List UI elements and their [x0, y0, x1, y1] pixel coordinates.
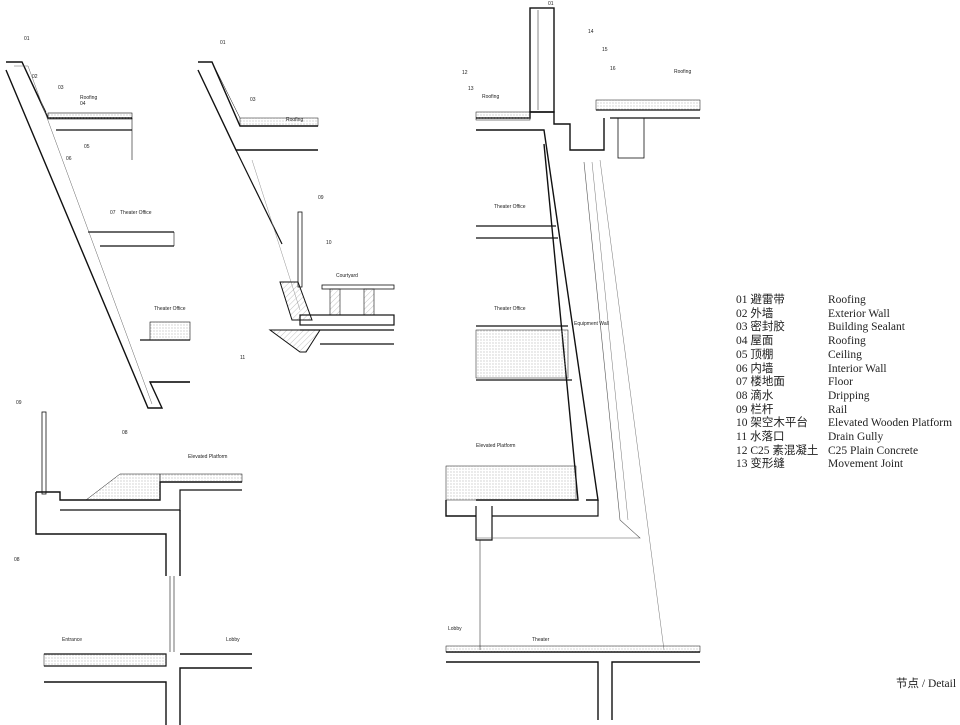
callout-12: 12 [462, 70, 468, 76]
legend-item: 09 栏杆 Rail [736, 404, 956, 418]
legend-item-label-en: Building Sealant [828, 321, 905, 334]
legend-item-label-en: Movement Joint [828, 458, 904, 471]
callout-11: 11 [240, 355, 245, 361]
callout-01b: 01 [220, 40, 226, 46]
legend-item-label-en: Roofing [828, 335, 866, 348]
callout-08: 08 [122, 430, 128, 436]
callout-05: 05 [84, 144, 90, 150]
legend-item: 02 外墙 Exterior Wall [736, 308, 956, 322]
label-theater: Theater [532, 637, 550, 643]
detail-courtyard [197, 61, 395, 353]
label-elevated-platform-1: Elevated Platform [188, 454, 227, 460]
legend-item: 07 楼地面 Floor [736, 376, 956, 390]
callout-13: 13 [468, 86, 474, 92]
legend-item: 05 顶棚 Ceiling [736, 349, 956, 363]
callout-03: 03 [58, 85, 64, 91]
callout-01c: 01 [548, 1, 554, 7]
caption: 节点 / Detail [896, 678, 957, 690]
callout-04: 04 [80, 101, 86, 107]
callout-numbers: 01 02 03 04 05 06 07 08 01 03 09 10 11 0… [14, 1, 616, 563]
legend-item-label-cn: 12 C25 素混凝土 [736, 444, 819, 457]
callout-02: 02 [32, 74, 38, 80]
legend-item: 06 内墙 Interior Wall [736, 363, 956, 377]
diagram-labels: Roofing Theater Office Theater Office Ro… [62, 69, 691, 643]
legend-item-label-cn: 09 栏杆 [736, 403, 774, 416]
legend-item: 10 架空木平台 Elevated Wooden Platform [736, 417, 956, 431]
callout-07: 07 [110, 210, 116, 216]
legend-item-label-en: Dripping [828, 389, 870, 402]
callout-03b: 03 [250, 97, 256, 103]
legend-item-label-cn: 04 屋面 [736, 335, 774, 348]
callout-08b: 08 [14, 557, 20, 563]
label-theater-office-4: Theater Office [494, 306, 526, 312]
legend-item: 13 变形缝 Movement Joint [736, 458, 956, 472]
legend-item-label-en: Floor [828, 376, 853, 389]
label-entrance: Entrance [62, 637, 82, 643]
legend-item: 08 滴水 Dripping [736, 390, 956, 404]
legend-item-label-en: Exterior Wall [828, 307, 890, 320]
callout-14: 14 [588, 29, 594, 35]
label-lobby-2: Lobby [448, 626, 462, 632]
legend-item-label-cn: 06 内墙 [736, 362, 774, 375]
label-roofing-3: Roofing [482, 94, 499, 100]
label-theater-office-3: Theater Office [494, 204, 526, 210]
label-courtyard: Courtyard [336, 273, 358, 279]
label-lobby-1: Lobby [226, 637, 240, 643]
legend-item-label-cn: 05 顶棚 [736, 348, 774, 361]
label-roofing-1: Roofing [80, 95, 97, 101]
legend-item-label-en: Elevated Wooden Platform [828, 417, 953, 430]
legend: 01 避雷带 Roofing 02 外墙 Exterior Wall 03 密封胶 Bui… [736, 294, 956, 472]
callout-09b: 09 [16, 400, 22, 406]
legend-item: 04 屋面 Roofing [736, 335, 956, 349]
legend-item-label-cn: 02 外墙 [736, 307, 774, 320]
label-roofing-4: Roofing [674, 69, 691, 75]
label-elevated-platform-2: Elevated Platform [476, 443, 515, 449]
label-roofing-2: Roofing [286, 117, 303, 123]
label-equipment-wall: Equipment Wall [574, 321, 609, 327]
legend-item-label-cn: 11 水落口 [736, 431, 785, 444]
legend-item: 12 C25 素混凝土 C25 Plain Concrete [736, 445, 956, 459]
legend-item: 11 水落口 Drain Gully [736, 431, 956, 445]
legend-item-label-en: Rail [828, 403, 848, 416]
callout-06: 06 [66, 156, 72, 162]
label-theater-office-2: Theater Office [154, 306, 186, 312]
legend-item-label-cn: 01 避雷带 [736, 294, 785, 306]
legend-item: 03 密封胶 Building Sealant [736, 321, 956, 335]
legend-item-label-cn: 13 变形缝 [736, 458, 785, 471]
legend-item: 01 避雷带 Roofing [736, 294, 956, 308]
legend-item-label-en: C25 Plain Concrete [828, 444, 919, 457]
detail-sloped-wall-a [5, 61, 191, 409]
callout-15: 15 [602, 47, 608, 53]
legend-item-label-cn: 07 楼地面 [736, 376, 785, 389]
callout-16: 16 [610, 66, 616, 72]
callout-09: 09 [318, 195, 324, 201]
legend-item-label-en: Drain Gully [828, 431, 884, 444]
detail-theater-section [445, 7, 701, 720]
callout-10: 10 [326, 240, 332, 246]
legend-item-label-cn: 08 滴水 [736, 389, 774, 402]
legend-item-label-cn: 03 密封胶 [736, 321, 785, 334]
legend-item-label-en: Ceiling [828, 348, 862, 361]
legend-item-label-cn: 10 架空木平台 [736, 417, 808, 430]
legend-item-label-en: Interior Wall [828, 362, 887, 375]
legend-item-label-en: Roofing [828, 294, 866, 306]
callout-01: 01 [24, 36, 30, 42]
label-theater-office-1: Theater Office [120, 210, 152, 216]
detail-platform [35, 411, 252, 725]
